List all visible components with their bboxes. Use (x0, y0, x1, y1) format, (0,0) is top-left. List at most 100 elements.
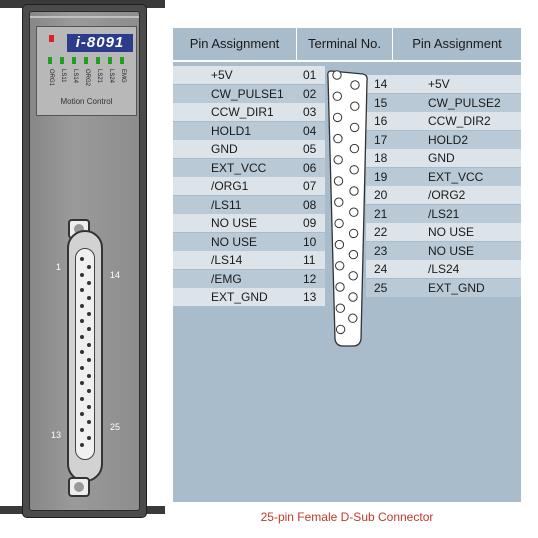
terminal-number: 15 (374, 95, 388, 110)
pin-name: /EMG (211, 271, 242, 286)
connector-pin-icon (87, 435, 91, 440)
pin-name: EXT_GND (428, 280, 485, 295)
pin-name: +5V (428, 77, 450, 91)
led-label: LS14 (72, 69, 78, 84)
dsub-pin-icon (332, 70, 342, 80)
connector-caption: 25-pin Female D-Sub Connector (260, 510, 434, 524)
dsub-pin-icon (348, 249, 359, 260)
dsub-pin-icon (348, 292, 358, 302)
connector-pin-icon (80, 427, 84, 432)
dsub-pin-icon (348, 228, 359, 239)
status-led-icon (48, 57, 52, 64)
pin-name: CCW_DIR1 (211, 105, 274, 119)
connector-pin-icon (80, 257, 84, 261)
terminal-number: 09 (303, 216, 317, 230)
pin-name: NO USE (428, 243, 475, 258)
connector-pin-icon (80, 350, 84, 354)
dsub-pin-icon (348, 271, 358, 281)
dsub-pin-icon (350, 80, 360, 90)
connector-label-14: 14 (110, 270, 121, 280)
dsub-pin-icon (349, 143, 360, 154)
connector-pin-icon (87, 342, 91, 347)
dsub-pin-icon (334, 239, 345, 250)
table-row: 25 EXT_GND (366, 278, 521, 297)
connector-pin-icon (80, 396, 84, 401)
terminal-number: 19 (374, 169, 388, 184)
table-row: /EMG 12 (173, 269, 325, 288)
pin-name: /ORG1 (211, 179, 249, 193)
status-led-icon (108, 57, 112, 64)
pin-name: +5V (211, 68, 233, 82)
table-row: EXT_GND 13 (173, 288, 325, 306)
terminal-number: 14 (374, 77, 388, 91)
terminal-number: 05 (303, 142, 317, 156)
pin-name: CCW_DIR2 (428, 114, 491, 128)
dsub-pin-icon (348, 313, 358, 323)
terminal-number: 12 (303, 271, 317, 286)
pin-name: HOLD2 (428, 132, 469, 147)
pin-name: EXT_GND (211, 290, 268, 304)
pin-name: /LS21 (428, 206, 460, 221)
header-pin-assignment-left: Pin Assignment (173, 28, 296, 60)
connector-label-13: 13 (51, 430, 62, 440)
terminal-number: 04 (303, 123, 317, 138)
connector-pin-icon (80, 272, 84, 277)
terminal-number: 07 (303, 179, 317, 193)
connector-pin-icon (87, 420, 91, 424)
connector-pin-icon (80, 319, 84, 323)
terminal-number: 25 (374, 280, 388, 295)
led-label: ORG1 (48, 69, 54, 87)
dsub-pin-icon (335, 261, 345, 271)
status-led-icon (72, 57, 76, 64)
table-row: /ORG1 07 (173, 177, 325, 195)
led-label: LS21 (96, 69, 102, 84)
terminal-number: 01 (303, 68, 317, 82)
terminal-number: 18 (374, 151, 388, 165)
connector-pin-icon (87, 280, 91, 285)
dsub-pin-icon (332, 112, 343, 123)
dsub-connector (67, 230, 103, 482)
dsub-pin-icon (350, 101, 360, 111)
dsub-pin-icon (332, 91, 342, 101)
module-logo: i-8091 (67, 34, 133, 52)
dsub-shell-outline (327, 70, 368, 347)
dsub-pin-icon (335, 303, 345, 313)
connector-pin-icon (80, 381, 84, 385)
table-row: 14 +5V (366, 75, 521, 93)
terminal-number: 13 (303, 290, 317, 304)
terminal-number: 11 (303, 253, 316, 267)
table-row: 24/LS24 (366, 260, 521, 278)
terminal-number: 23 (374, 243, 388, 258)
pin-name: /ORG2 (428, 188, 466, 202)
led-label: LS24 (108, 69, 114, 84)
header-separator (296, 28, 297, 60)
terminal-number: 10 (303, 234, 317, 249)
screw-bottom-icon (68, 477, 90, 497)
dsub-pin-icon (335, 282, 345, 292)
table-row: HOLD1 04 (173, 121, 325, 140)
header-separator (392, 28, 393, 60)
connector-pin-icon (80, 288, 84, 292)
connector-pin-icon (87, 358, 91, 362)
dsub-pin-field (75, 248, 95, 460)
dsub-pin-icon (334, 197, 344, 207)
connector-pin-icon (87, 373, 91, 378)
pin-name: EXT_VCC (428, 169, 484, 184)
connector-pin-icon (87, 265, 91, 269)
terminal-number: 02 (303, 86, 317, 101)
status-led-icon (120, 57, 124, 64)
pin-name: HOLD1 (211, 123, 252, 138)
connector-pin-icon (80, 334, 84, 339)
